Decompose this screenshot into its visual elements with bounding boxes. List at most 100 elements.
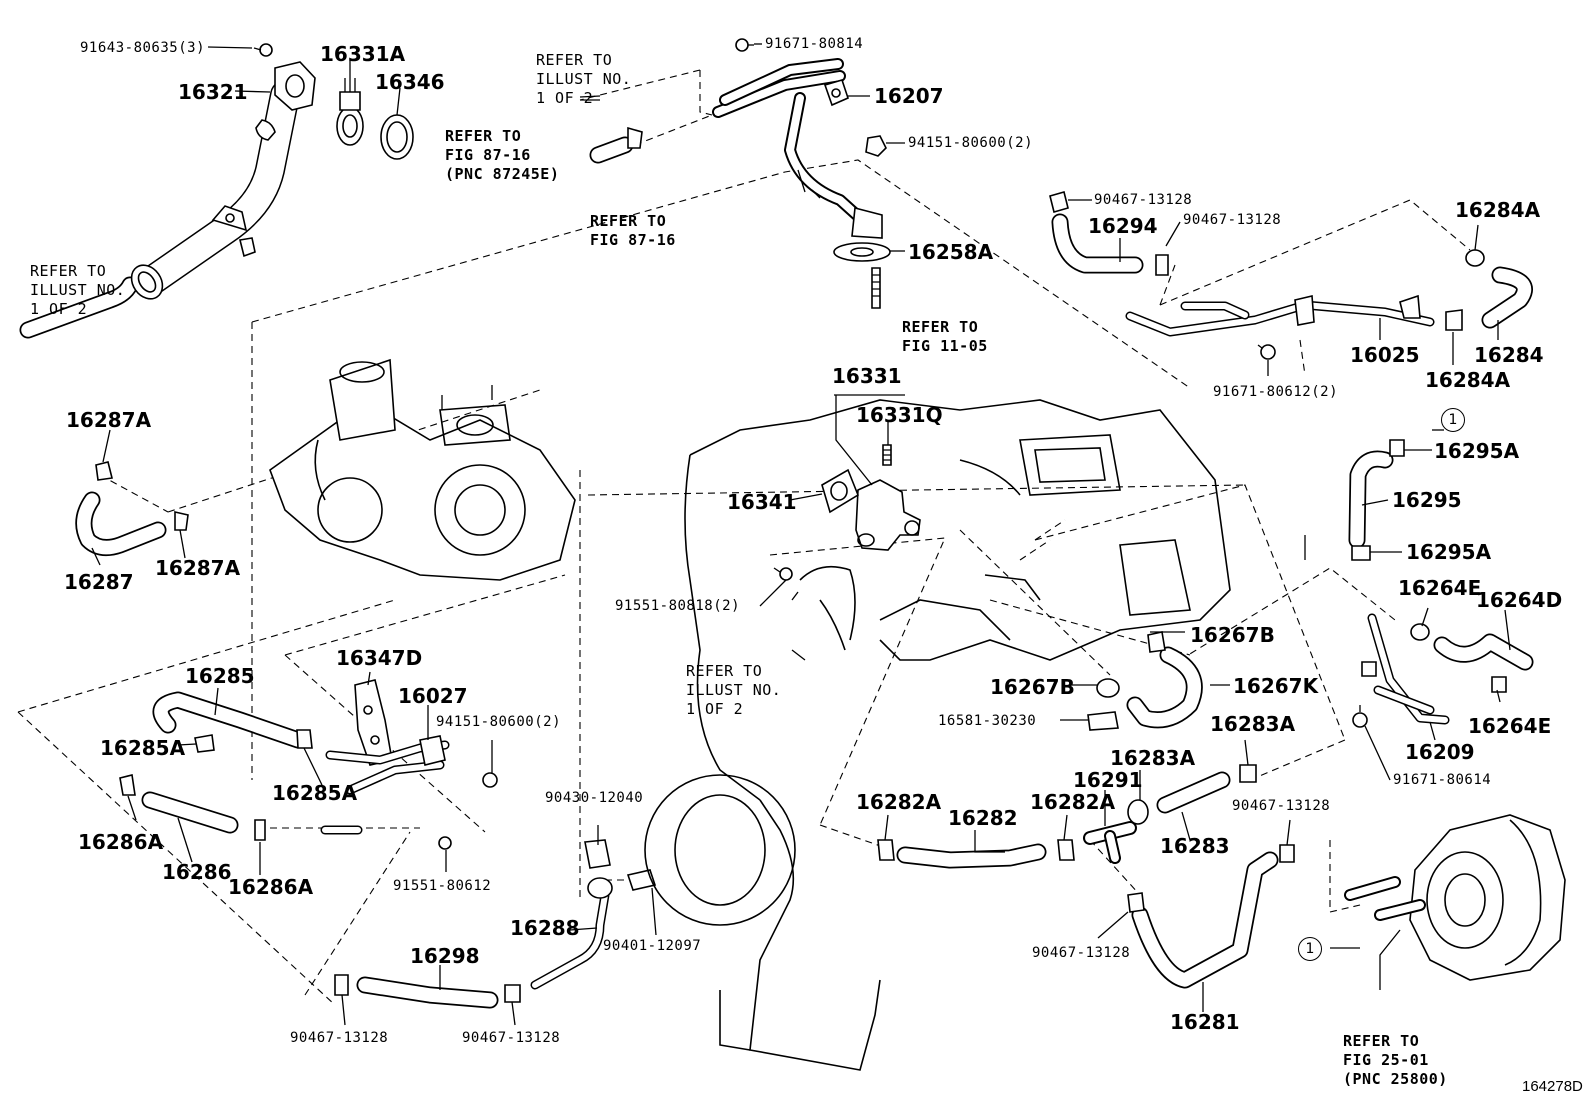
hose-16283 [1156, 764, 1257, 814]
hose-fig87 [579, 95, 643, 164]
part-label-16284A-top[interactable]: 16284A [1455, 198, 1541, 222]
part-label-16282A-left[interactable]: 16282A [856, 790, 942, 814]
hose-16294 [1049, 191, 1169, 276]
part-label-16331Q[interactable]: 16331Q [856, 403, 943, 427]
part-label-16346[interactable]: 16346 [375, 70, 445, 94]
part-label-16331[interactable]: 16331 [832, 364, 902, 388]
part-label-16286[interactable]: 16286 [162, 860, 232, 884]
part-label-16025[interactable]: 16025 [1350, 343, 1420, 367]
part-label-16287A-top[interactable]: 16287A [66, 408, 152, 432]
part-label-16341[interactable]: 16341 [727, 490, 797, 514]
circle-marker-1-top[interactable]: 1 [1441, 408, 1465, 432]
part-label-16298[interactable]: 16298 [410, 944, 480, 968]
part-label-16284[interactable]: 16284 [1474, 343, 1544, 367]
part-label-16295[interactable]: 16295 [1392, 488, 1462, 512]
gasket-16341 [821, 468, 859, 514]
part-label-16286A-left[interactable]: 16286A [78, 830, 164, 854]
sub-label-90467-13128-d[interactable]: 90467-13128 [1032, 945, 1131, 961]
part-label-16281[interactable]: 16281 [1170, 1010, 1240, 1034]
part-label-16321[interactable]: 16321 [178, 80, 248, 104]
hose-16285 [152, 691, 313, 753]
part-label-16283[interactable]: 16283 [1160, 834, 1230, 858]
sub-label-90430-12040[interactable]: 90430-12040 [545, 790, 644, 806]
circle-marker-1-bottom[interactable]: 1 [1298, 937, 1322, 961]
part-label-16295A-top[interactable]: 16295A [1434, 439, 1520, 463]
sub-label-90401-12097[interactable]: 90401-12097 [603, 938, 702, 954]
part-label-16285A-right[interactable]: 16285A [272, 781, 358, 805]
hose-16267K [1087, 631, 1203, 731]
part-label-16295A-bottom[interactable]: 16295A [1406, 540, 1492, 564]
sub-label-91551-80818[interactable]: 91551-80818(2) [615, 598, 741, 614]
union-16291 [1083, 799, 1149, 864]
vacuum-pump [1344, 814, 1566, 981]
nut-94151 [865, 135, 887, 157]
part-label-16285A-left[interactable]: 16285A [100, 736, 186, 760]
part-label-16283A-middle[interactable]: 16283A [1110, 746, 1196, 770]
part-label-16209[interactable]: 16209 [1405, 740, 1475, 764]
pipe-16027 [325, 735, 498, 795]
sub-label-90467-13128-c[interactable]: 90467-13128 [1232, 798, 1331, 814]
part-label-16207[interactable]: 16207 [874, 84, 944, 108]
part-label-16284A-bottom[interactable]: 16284A [1425, 368, 1511, 392]
water-pipe-16025 [1125, 294, 1435, 360]
part-label-16267B-top[interactable]: 16267B [1190, 623, 1275, 647]
part-label-16294[interactable]: 16294 [1088, 214, 1158, 238]
sub-label-90467-13128-e[interactable]: 90467-13128 [290, 1030, 389, 1046]
part-label-16287[interactable]: 16287 [64, 570, 134, 594]
sub-label-90467-13128-a[interactable]: 90467-13128 [1094, 192, 1193, 208]
part-label-16286A-right[interactable]: 16286A [228, 875, 314, 899]
part-label-16264E-top[interactable]: 16264E [1398, 576, 1482, 600]
part-label-16264E-bottom[interactable]: 16264E [1468, 714, 1552, 738]
sub-label-91671-80814[interactable]: 91671-80814 [765, 36, 864, 52]
hose-16282 [877, 839, 1075, 869]
sub-label-16581-30230[interactable]: 16581-30230 [938, 713, 1037, 729]
thermostat-16331A [336, 78, 364, 146]
part-label-16027[interactable]: 16027 [398, 684, 468, 708]
part-label-16291[interactable]: 16291 [1073, 768, 1143, 792]
sub-label-94151-80600-top[interactable]: 94151-80600(2) [908, 135, 1034, 151]
sub-label-90467-13128-f[interactable]: 90467-13128 [462, 1030, 561, 1046]
part-label-16285[interactable]: 16285 [185, 664, 255, 688]
water-outlet-pipe-16321 [19, 43, 316, 339]
part-label-16331A[interactable]: 16331A [320, 42, 406, 66]
leader-lines [91, 43, 1511, 1026]
hose-16298 [334, 839, 657, 1009]
part-label-16287A-bottom[interactable]: 16287A [155, 556, 241, 580]
sub-label-91671-80614[interactable]: 91671-80614 [1393, 772, 1492, 788]
part-label-16267K[interactable]: 16267K [1233, 674, 1319, 698]
pipe-16209 [1352, 613, 1450, 728]
part-label-16282A-right[interactable]: 16282A [1030, 790, 1116, 814]
sub-label-90467-13128-b[interactable]: 90467-13128 [1183, 212, 1282, 228]
hose-16286 [119, 774, 452, 850]
part-label-16264D[interactable]: 16264D [1476, 588, 1563, 612]
part-label-16282[interactable]: 16282 [948, 806, 1018, 830]
part-label-16283A-right[interactable]: 16283A [1210, 712, 1296, 736]
sub-label-94151-80600-mid[interactable]: 94151-80600(2) [436, 714, 562, 730]
thermostat-housing-16331 [855, 444, 921, 551]
sub-label-91643-80635[interactable]: 91643-80635(3) [80, 40, 206, 56]
sub-label-91551-80612[interactable]: 91551-80612 [393, 878, 492, 894]
water-pipe-16207 [712, 38, 883, 239]
sub-label-91671-80612[interactable]: 91671-80612(2) [1213, 384, 1339, 400]
part-label-16347D[interactable]: 16347D [336, 646, 423, 670]
hose-16264D [1410, 623, 1534, 693]
turbocharger [269, 358, 576, 581]
gasket-16258A [833, 242, 891, 262]
hose-16284 [1445, 249, 1533, 331]
stud-bolt [871, 267, 881, 309]
part-label-16258A[interactable]: 16258A [908, 240, 994, 264]
part-label-16267B-left[interactable]: 16267B [990, 675, 1075, 699]
part-label-16288[interactable]: 16288 [510, 916, 580, 940]
dashed-frames [17, 69, 1471, 1006]
hose-16287 [75, 461, 189, 557]
